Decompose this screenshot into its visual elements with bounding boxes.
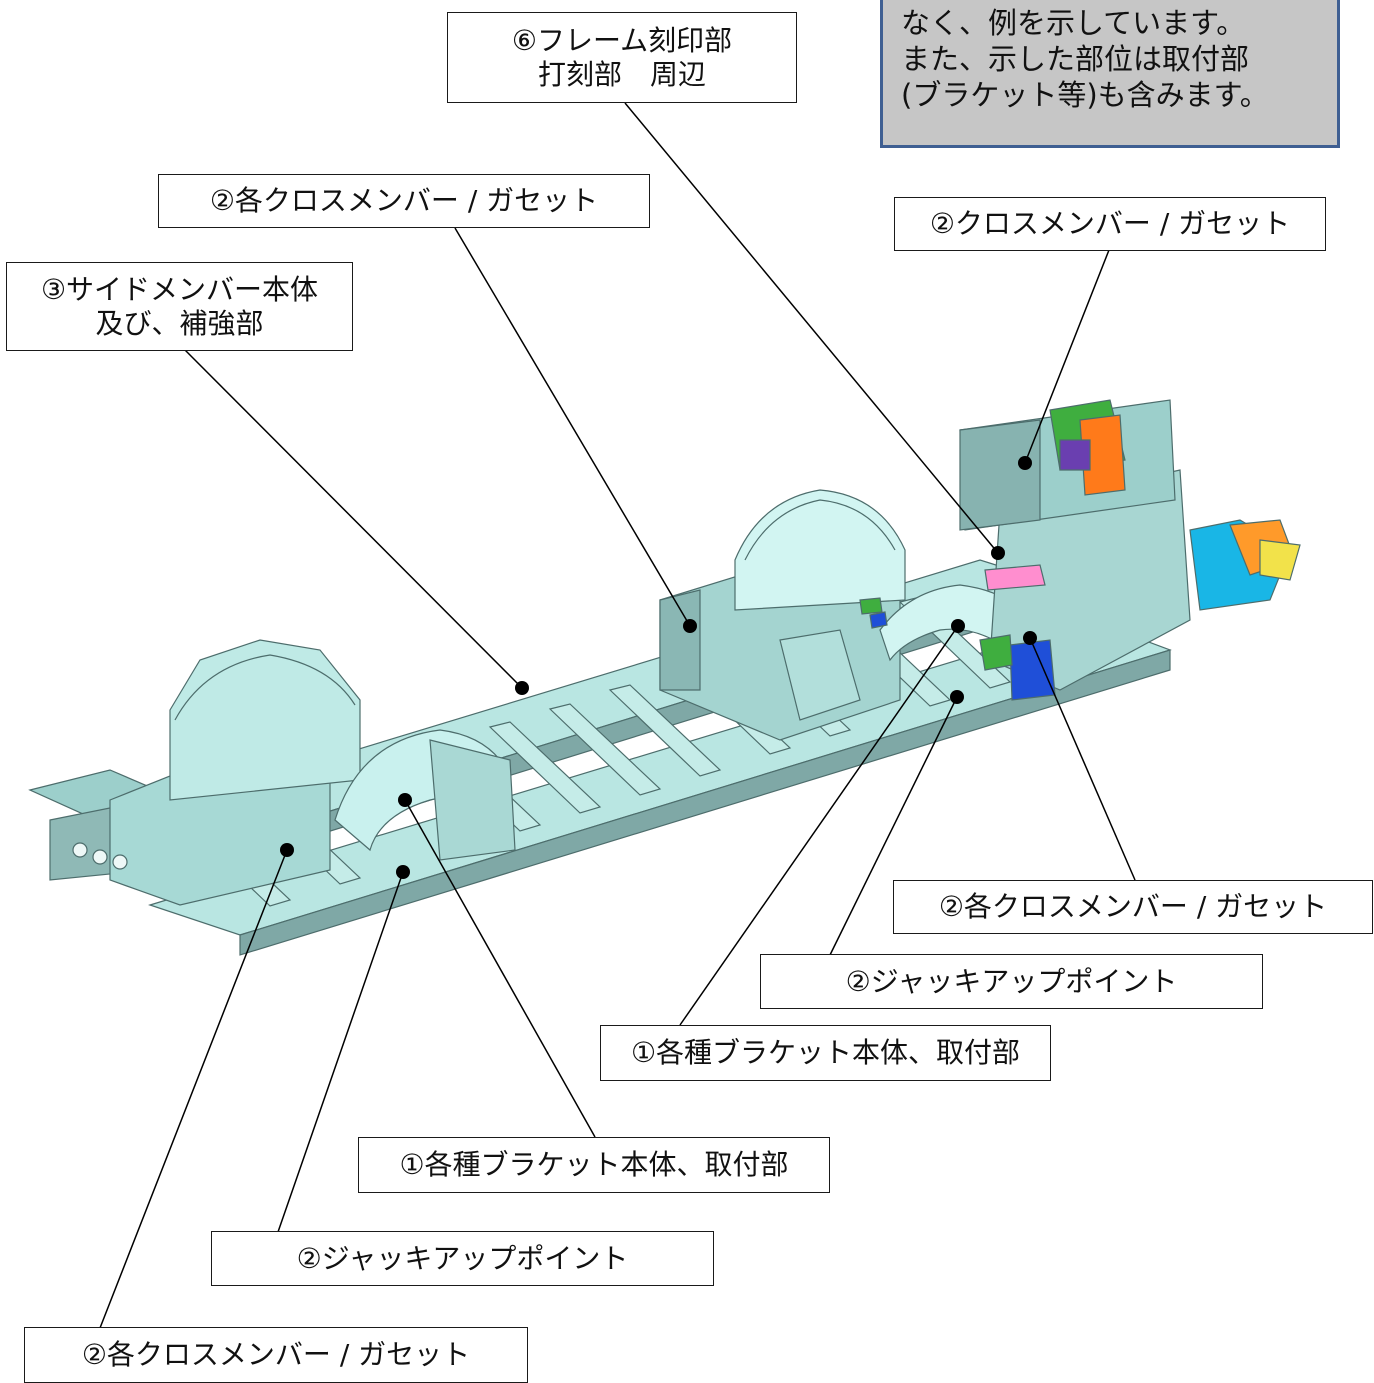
label-cross-member-bottom-left: ②各クロスメンバー / ガセット (24, 1327, 528, 1383)
note-box: なく、例を示しています。 また、示した部位は取付部 (ブラケット等)も含みます。 (880, 0, 1340, 148)
label-jackup-point-left: ②ジャッキアップポイント (211, 1231, 714, 1286)
leader-lines (99, 102, 1136, 1329)
label-cross-member-top-center: ②各クロスメンバー / ガセット (158, 174, 650, 228)
label-line: 及び、補強部 (95, 306, 264, 340)
marker-dots (280, 456, 1037, 879)
marker-dot (1023, 631, 1037, 645)
label-text: ②ジャッキアップポイント (845, 964, 1178, 998)
label-text: ②各クロスメンバー / ガセット (938, 890, 1328, 923)
label-bracket-left: ①各種ブラケット本体、取付部 (358, 1137, 830, 1193)
label-cross-member-right-mid: ②各クロスメンバー / ガセット (893, 880, 1373, 934)
marker-dot (683, 619, 697, 633)
marker-dot (950, 690, 964, 704)
label-cross-member-top-right: ②クロスメンバー / ガセット (894, 197, 1326, 251)
label-side-member: ③サイドメンバー本体 及び、補強部 (6, 262, 353, 351)
label-line: ③サイドメンバー本体 (40, 272, 319, 306)
marker-dot (991, 546, 1005, 560)
label-text: ②クロスメンバー / ガセット (929, 207, 1291, 240)
label-text: ①各種ブラケット本体、取付部 (399, 1148, 789, 1181)
marker-dot (1018, 456, 1032, 470)
note-line: また、示した部位は取付部 (901, 42, 1250, 76)
label-bracket-right: ①各種ブラケット本体、取付部 (600, 1025, 1051, 1081)
note-line: (ブラケット等)も含みます。 (901, 78, 1269, 112)
marker-dot (396, 865, 410, 879)
marker-dot (951, 619, 965, 633)
marker-dot (398, 793, 412, 807)
label-text: ①各種ブラケット本体、取付部 (630, 1036, 1021, 1069)
chassis-frame (28, 399, 1301, 956)
label-jackup-point-right: ②ジャッキアップポイント (760, 954, 1263, 1009)
label-text: ②各クロスメンバー / ガセット (209, 184, 599, 217)
label-line: ⑥フレーム刻印部 (511, 23, 733, 57)
label-frame-stamp: ⑥フレーム刻印部 打刻部 周辺 (447, 12, 797, 103)
label-text: ②ジャッキアップポイント (296, 1241, 629, 1275)
label-line: 打刻部 周辺 (537, 57, 706, 91)
label-text: ②各クロスメンバー / ガセット (81, 1338, 471, 1371)
note-line: なく、例を示しています。 (901, 6, 1246, 40)
marker-dot (515, 681, 529, 695)
marker-dot (280, 843, 294, 857)
